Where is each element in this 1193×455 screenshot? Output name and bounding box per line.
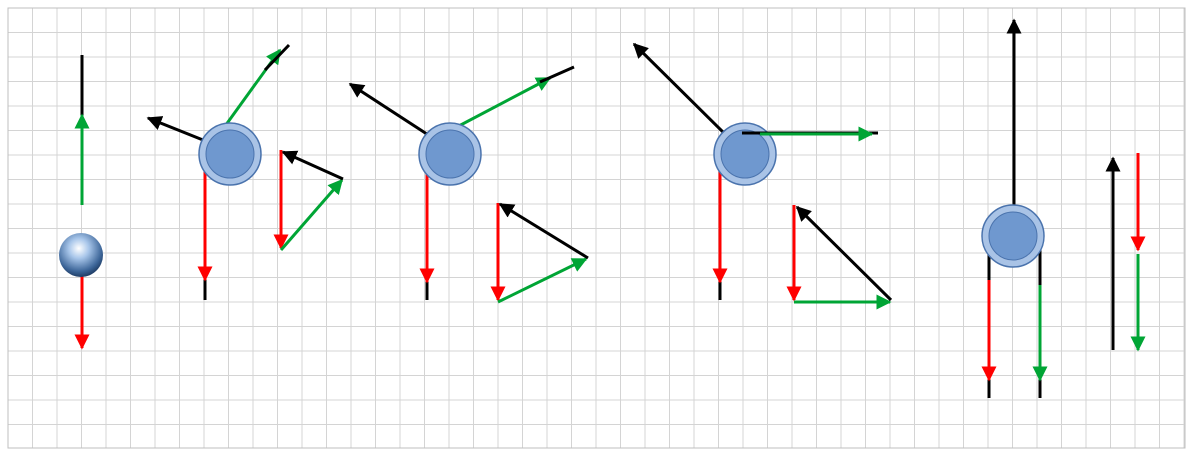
triangle-black-arrow — [498, 202, 589, 260]
figure-vertical-forces-sphere — [59, 55, 103, 350]
glossy-sphere-icon — [59, 233, 103, 277]
green-arrow-up-right — [454, 76, 552, 130]
disc-icon — [425, 129, 475, 179]
black-arrow-up-left — [632, 42, 729, 138]
figure-pulley-vertical — [981, 18, 1146, 398]
black-arrow-up-left — [146, 116, 209, 144]
disc-icon — [205, 129, 255, 179]
figure-pendulum-tilt-left — [146, 43, 344, 300]
triangle-green-arrow — [497, 257, 588, 304]
triangle-green-arrow — [279, 178, 344, 251]
figure-pendulum-horizontal — [632, 42, 893, 310]
black-line-extension — [539, 65, 575, 84]
grid-border — [7, 7, 1186, 449]
triangle-black-arrow — [281, 150, 344, 181]
black-line-extension — [263, 43, 291, 72]
black-arrow-up-left — [348, 82, 434, 140]
disc-icon — [720, 129, 770, 179]
disc-icon — [988, 211, 1038, 261]
figure-pendulum-tilt-mid — [348, 65, 589, 304]
triangle-black-arrow — [795, 205, 893, 302]
